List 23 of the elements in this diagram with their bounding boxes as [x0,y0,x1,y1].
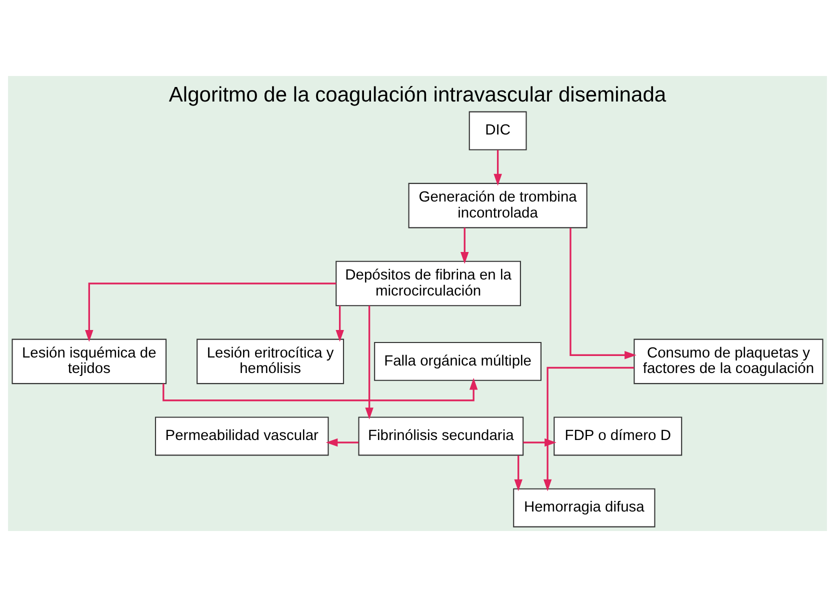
arrow [460,228,469,264]
arrow [365,306,374,420]
node-box: DIC [468,111,527,150]
arrow [162,378,478,402]
arrow [523,438,556,447]
node-box: Hemorragia difusa [513,488,656,528]
node-box: Fibrinólisis secundaria [358,416,524,456]
arrow [85,282,336,342]
node-box: Generación de trombina incontrolada [408,182,588,228]
node-box: Lesión eritrocítica y hemólisis [196,338,344,384]
arrow [543,366,634,492]
diagram-title: Algoritmo de la coagulación intravascular diseminada [168,83,666,106]
arrow [326,438,359,447]
arrow [514,455,522,492]
node-box: Consumo de plaquetas y factores de la coagulación [634,338,824,384]
arrow [494,150,502,186]
node-box: FDP o dímero D [554,416,682,456]
node-box: Permeabilidad vascular [154,416,329,456]
arrow [570,228,636,360]
node-box: Falla orgánica múltiple [374,342,542,381]
arrow [336,306,344,342]
node-box: Lesión isquémica de tejidos [12,338,167,384]
node-box: Depósitos de fibrina en la microcirculación [336,260,521,306]
